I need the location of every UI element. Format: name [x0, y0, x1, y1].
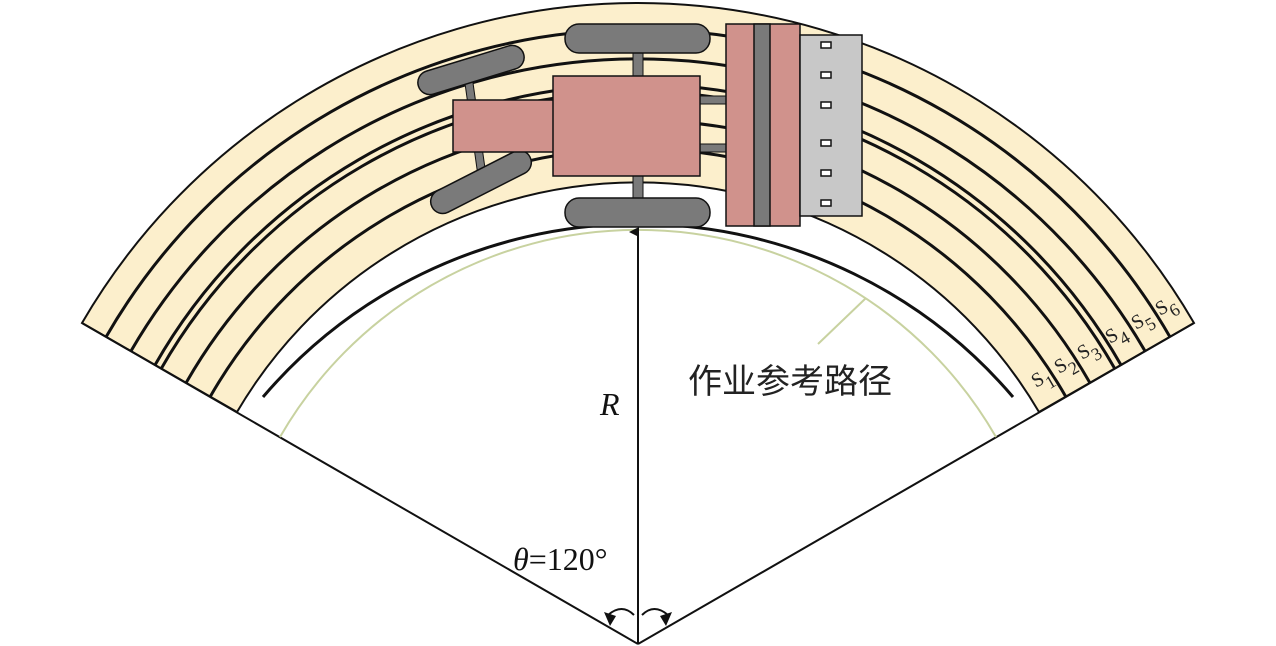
- tractor-hood: [452, 99, 558, 153]
- implement-tool-panel: [799, 34, 863, 217]
- sector-left-edge: [81, 322, 639, 645]
- sector-right-edge: [637, 322, 1195, 645]
- tine: [820, 199, 832, 207]
- reference-path-leader: [817, 297, 867, 345]
- tine: [820, 101, 832, 109]
- rear-wheel-top: [564, 23, 711, 54]
- angle-arc-right: [641, 608, 669, 616]
- implement-center-bar: [753, 23, 771, 227]
- angle-arc-left: [607, 608, 635, 616]
- tine: [820, 169, 832, 177]
- angle-arrow-right: [660, 612, 672, 626]
- rear-wheel-bottom: [564, 197, 711, 228]
- hitch-bar: [697, 95, 729, 105]
- tractor: [417, 23, 729, 228]
- hitch-bar-lower: [697, 143, 729, 153]
- reference-path-label: 作业参考路径: [688, 362, 892, 402]
- tine: [820, 71, 832, 79]
- field-strip-area: [80, 1, 1196, 414]
- tractor-cab: [552, 75, 701, 177]
- angle-label: θ=120°: [513, 541, 608, 577]
- angle-symbol: θ: [513, 541, 529, 577]
- front-wheel-top: [417, 44, 525, 96]
- tine: [820, 41, 832, 49]
- radius-label: R: [599, 386, 620, 422]
- front-wheel-bottom: [429, 149, 533, 215]
- tine: [820, 139, 832, 147]
- implement: [725, 23, 863, 227]
- angle-value: =120°: [529, 541, 608, 577]
- implement-tines: [820, 41, 832, 207]
- angle-arrow-left: [604, 612, 616, 626]
